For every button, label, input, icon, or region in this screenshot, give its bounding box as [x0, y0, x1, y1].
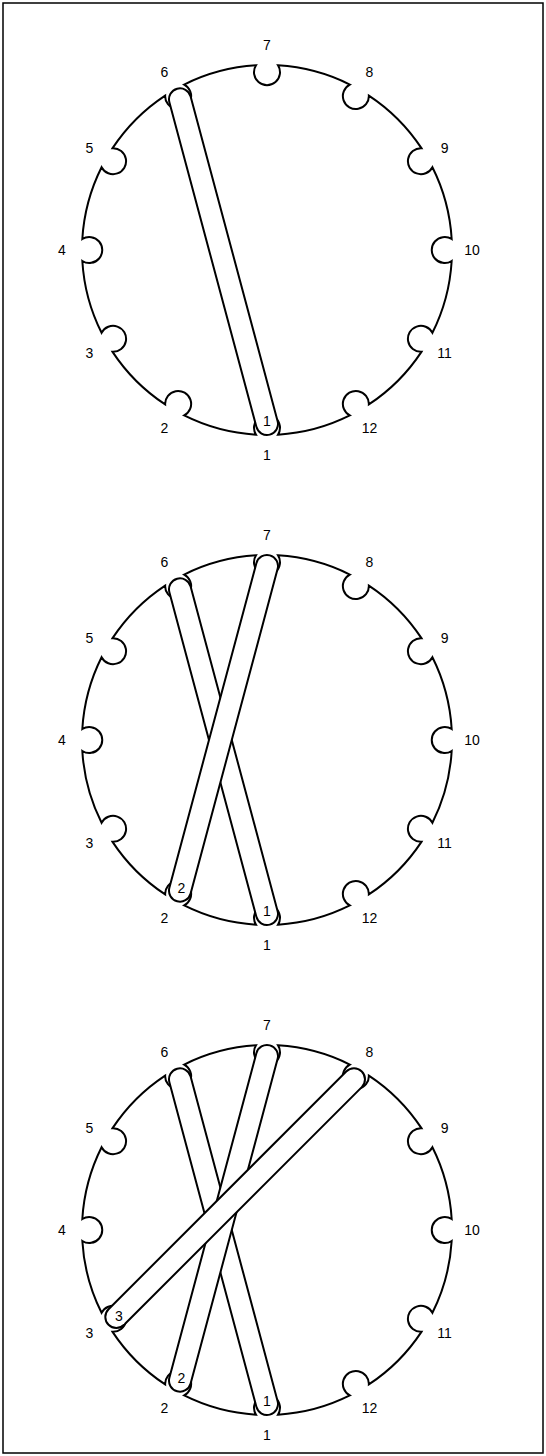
strip [180, 566, 267, 891]
strip-outline [116, 1079, 354, 1317]
strip-number: 3 [114, 1308, 124, 1324]
notch-number: 7 [263, 527, 271, 543]
notch-number: 1 [263, 447, 271, 463]
strip [180, 99, 267, 424]
notch-number: 2 [161, 1400, 169, 1416]
notch-number: 9 [441, 630, 449, 646]
strip [116, 1079, 354, 1317]
notch-number: 1 [263, 937, 271, 953]
notch-number: 8 [366, 1044, 374, 1060]
notch-number: 8 [366, 554, 374, 570]
notch-number: 11 [437, 345, 452, 361]
notched-disc [82, 65, 451, 434]
notch-number: 3 [86, 1325, 94, 1341]
strip-number: 2 [177, 880, 187, 896]
notch-number: 12 [362, 910, 378, 926]
notch-number: 2 [161, 420, 169, 436]
strip-number: 1 [262, 1393, 272, 1409]
notch-number: 8 [366, 64, 374, 80]
strip-outline [180, 566, 267, 891]
notch-number: 4 [58, 1222, 66, 1238]
strip-number: 1 [262, 903, 272, 919]
notch-number: 9 [441, 1120, 449, 1136]
strip-number: 2 [177, 1370, 187, 1386]
notch-number: 4 [58, 732, 66, 748]
notch-number: 7 [263, 1017, 271, 1033]
notch-number: 5 [86, 140, 94, 156]
notch-number: 11 [437, 835, 452, 851]
notch-number: 5 [86, 630, 94, 646]
strip-number: 1 [262, 413, 272, 429]
notch-number: 10 [464, 1222, 480, 1238]
notch-number: 12 [362, 420, 378, 436]
notch-number: 6 [161, 554, 169, 570]
notch-number: 7 [263, 37, 271, 53]
notch-number: 10 [464, 242, 480, 258]
notch-number: 10 [464, 732, 480, 748]
frame [3, 3, 543, 1453]
notch-number: 6 [161, 64, 169, 80]
strip-outline [180, 99, 267, 424]
notch-number: 12 [362, 1400, 378, 1416]
notch-number: 4 [58, 242, 66, 258]
notch-number: 2 [161, 910, 169, 926]
notch-number: 3 [86, 835, 94, 851]
notch-number: 9 [441, 140, 449, 156]
notch-number: 5 [86, 1120, 94, 1136]
notch-number: 3 [86, 345, 94, 361]
notch-number: 11 [437, 1325, 452, 1341]
notched-disc [82, 1045, 451, 1414]
notched-disc [82, 555, 451, 924]
notch-number: 1 [263, 1427, 271, 1443]
notch-number: 6 [161, 1044, 169, 1060]
